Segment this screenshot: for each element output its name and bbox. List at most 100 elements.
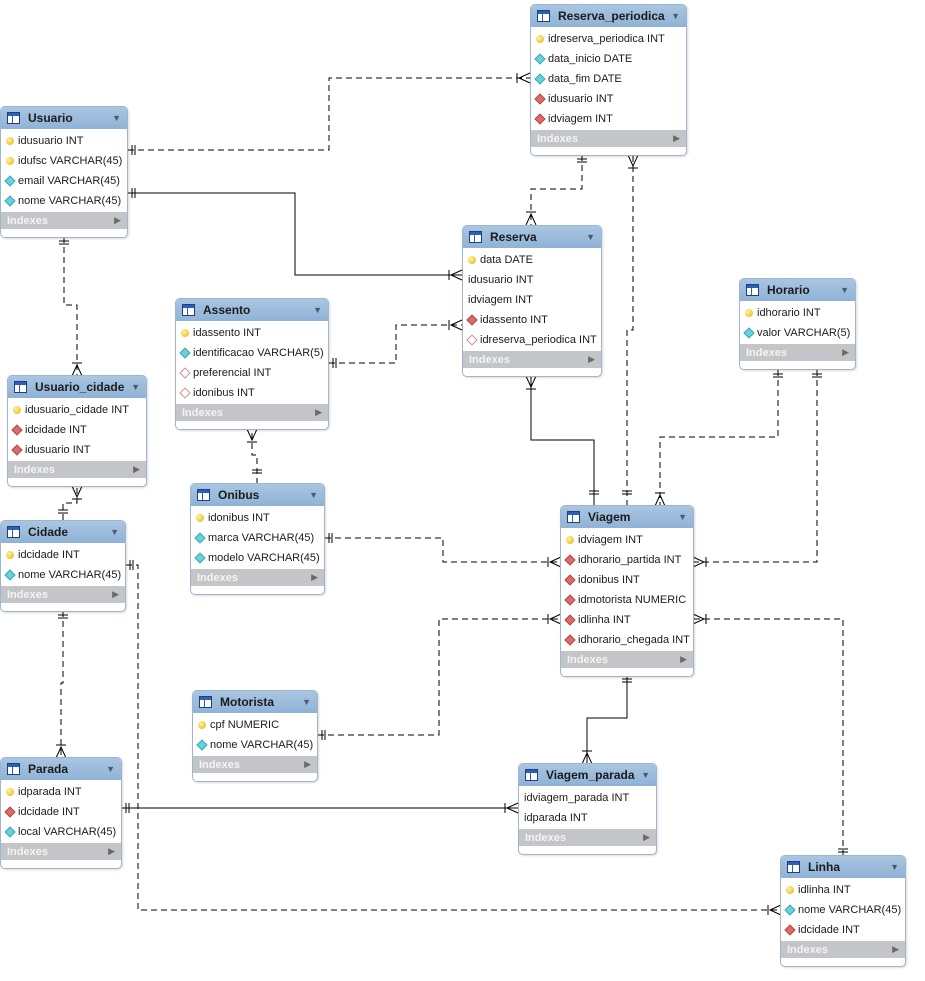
indexes-section[interactable]: Indexes▶: [463, 351, 601, 368]
indexes-section[interactable]: Indexes▶: [1, 586, 125, 603]
expand-arrow-icon[interactable]: ▶: [643, 832, 650, 842]
indexes-section[interactable]: Indexes▶: [740, 344, 855, 361]
column-row[interactable]: idviagem INT: [531, 109, 686, 129]
column-row[interactable]: idreserva_periodica INT: [531, 29, 686, 49]
column-row[interactable]: idonibus INT: [176, 383, 328, 403]
column-row[interactable]: idhorario INT: [740, 303, 855, 323]
indexes-section[interactable]: Indexes▶: [519, 829, 656, 846]
column-row[interactable]: idusuario INT: [8, 440, 146, 460]
table-header[interactable]: Viagem▼: [561, 506, 693, 528]
table-header[interactable]: Onibus▼: [191, 484, 324, 506]
column-row[interactable]: idparada INT: [1, 782, 121, 802]
expand-arrow-icon[interactable]: ▶: [304, 759, 311, 769]
column-row[interactable]: valor VARCHAR(5): [740, 323, 855, 343]
indexes-section[interactable]: Indexes▶: [1, 212, 127, 229]
expand-arrow-icon[interactable]: ▶: [892, 944, 899, 954]
column-row[interactable]: idusuario_cidade INT: [8, 400, 146, 420]
indexes-section[interactable]: Indexes▶: [531, 130, 686, 147]
column-row[interactable]: idparada INT: [519, 808, 656, 828]
table-header[interactable]: Reserva▼: [463, 226, 601, 248]
column-row[interactable]: idviagem_parada INT: [519, 788, 656, 808]
dropdown-arrow-icon[interactable]: ▼: [840, 285, 849, 295]
expand-arrow-icon[interactable]: ▶: [311, 572, 318, 582]
column-row[interactable]: idufsc VARCHAR(45): [1, 151, 127, 171]
column-row[interactable]: idusuario INT: [1, 131, 127, 151]
column-row[interactable]: nome VARCHAR(45): [193, 735, 317, 755]
dropdown-arrow-icon[interactable]: ▼: [131, 382, 140, 392]
dropdown-arrow-icon[interactable]: ▼: [110, 527, 119, 537]
expand-arrow-icon[interactable]: ▶: [842, 347, 849, 357]
indexes-section[interactable]: Indexes▶: [176, 404, 328, 421]
column-row[interactable]: idcidade INT: [1, 802, 121, 822]
table-header[interactable]: Parada▼: [1, 758, 121, 780]
dropdown-arrow-icon[interactable]: ▼: [313, 305, 322, 315]
column-row[interactable]: email VARCHAR(45): [1, 171, 127, 191]
table-reserva-periodica[interactable]: Reserva_periodica▼idreserva_periodica IN…: [530, 4, 687, 156]
column-row[interactable]: nome VARCHAR(45): [1, 191, 127, 211]
column-row[interactable]: nome VARCHAR(45): [1, 565, 125, 585]
dropdown-arrow-icon[interactable]: ▼: [890, 862, 899, 872]
expand-arrow-icon[interactable]: ▶: [114, 215, 121, 225]
dropdown-arrow-icon[interactable]: ▼: [112, 113, 121, 123]
dropdown-arrow-icon[interactable]: ▼: [106, 764, 115, 774]
column-row[interactable]: idcidade INT: [781, 920, 905, 940]
dropdown-arrow-icon[interactable]: ▼: [678, 512, 687, 522]
expand-arrow-icon[interactable]: ▶: [108, 846, 115, 856]
column-row[interactable]: modelo VARCHAR(45): [191, 548, 324, 568]
column-row[interactable]: idhorario_chegada INT: [561, 630, 693, 650]
table-header[interactable]: Linha▼: [781, 856, 905, 878]
dropdown-arrow-icon[interactable]: ▼: [302, 697, 311, 707]
indexes-section[interactable]: Indexes▶: [8, 461, 146, 478]
dropdown-arrow-icon[interactable]: ▼: [671, 11, 680, 21]
column-row[interactable]: idusuario INT: [463, 270, 601, 290]
dropdown-arrow-icon[interactable]: ▼: [586, 232, 595, 242]
column-row[interactable]: idmotorista NUMERIC: [561, 590, 693, 610]
table-header[interactable]: Assento▼: [176, 299, 328, 321]
column-row[interactable]: idlinha INT: [561, 610, 693, 630]
column-row[interactable]: idreserva_periodica INT: [463, 330, 601, 350]
expand-arrow-icon[interactable]: ▶: [112, 589, 119, 599]
expand-arrow-icon[interactable]: ▶: [588, 354, 595, 364]
dropdown-arrow-icon[interactable]: ▼: [309, 490, 318, 500]
column-row[interactable]: cpf NUMERIC: [193, 715, 317, 735]
expand-arrow-icon[interactable]: ▶: [680, 654, 687, 664]
expand-arrow-icon[interactable]: ▶: [133, 464, 140, 474]
column-row[interactable]: idlinha INT: [781, 880, 905, 900]
table-header[interactable]: Usuario▼: [1, 107, 127, 129]
table-header[interactable]: Reserva_periodica▼: [531, 5, 686, 27]
column-row[interactable]: nome VARCHAR(45): [781, 900, 905, 920]
column-row[interactable]: idcidade INT: [8, 420, 146, 440]
table-header[interactable]: Viagem_parada▼: [519, 764, 656, 786]
indexes-section[interactable]: Indexes▶: [561, 651, 693, 668]
indexes-section[interactable]: Indexes▶: [191, 569, 324, 586]
column-row[interactable]: data_inicio DATE: [531, 49, 686, 69]
column-row[interactable]: identificacao VARCHAR(5): [176, 343, 328, 363]
column-row[interactable]: idcidade INT: [1, 545, 125, 565]
column-row[interactable]: idassento INT: [176, 323, 328, 343]
indexes-section[interactable]: Indexes▶: [1, 843, 121, 860]
column-row[interactable]: idonibus INT: [191, 508, 324, 528]
column-row[interactable]: local VARCHAR(45): [1, 822, 121, 842]
dropdown-arrow-icon[interactable]: ▼: [641, 770, 650, 780]
column-row[interactable]: idviagem INT: [561, 530, 693, 550]
column-row[interactable]: idonibus INT: [561, 570, 693, 590]
indexes-section[interactable]: Indexes▶: [193, 756, 317, 773]
column-row[interactable]: data_fim DATE: [531, 69, 686, 89]
column-row[interactable]: idhorario_partida INT: [561, 550, 693, 570]
table-header[interactable]: Cidade▼: [1, 521, 125, 543]
column-row[interactable]: preferencial INT: [176, 363, 328, 383]
column-row[interactable]: idviagem INT: [463, 290, 601, 310]
table-header[interactable]: Motorista▼: [193, 691, 317, 713]
column-row[interactable]: data DATE: [463, 250, 601, 270]
expand-arrow-icon[interactable]: ▶: [315, 407, 322, 417]
